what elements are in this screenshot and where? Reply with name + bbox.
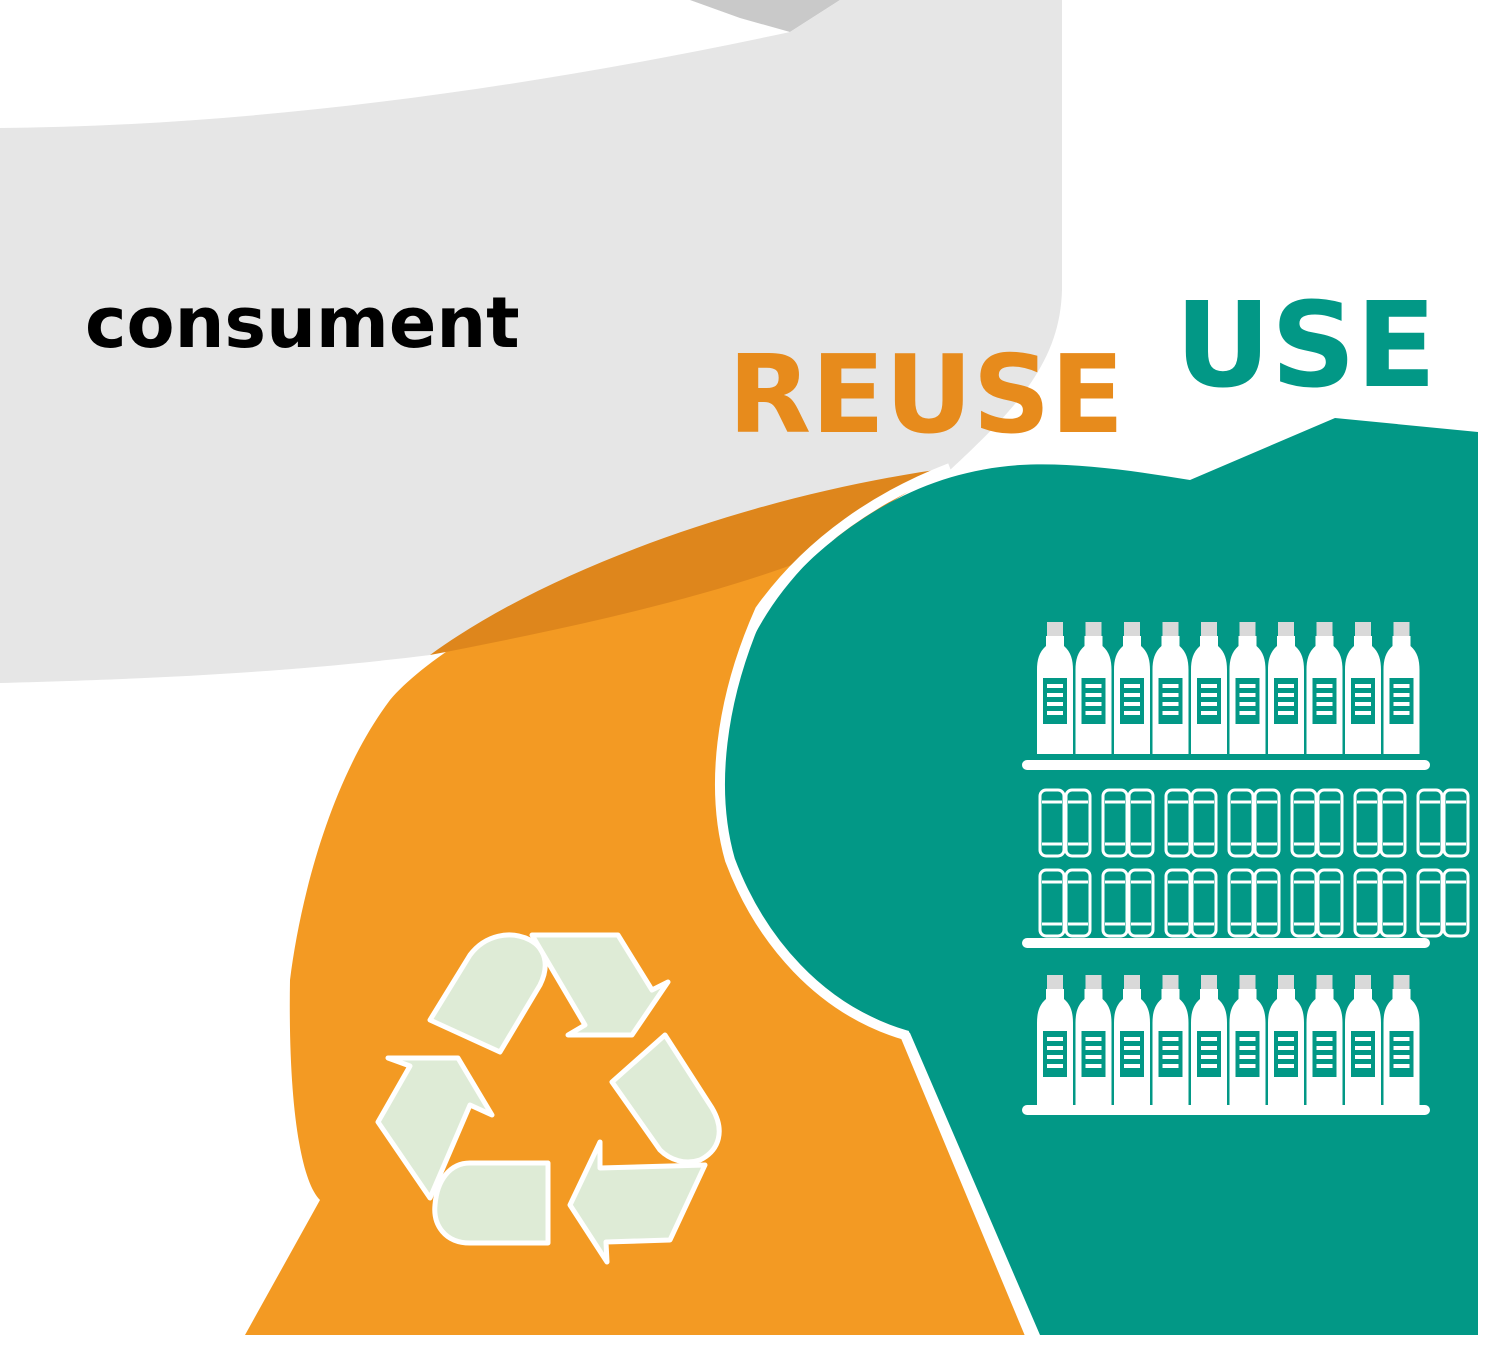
- bottle-icon: [1152, 622, 1189, 754]
- bottle-icon: [1075, 622, 1112, 754]
- reuse-overlap: [430, 468, 950, 655]
- region-divider: [715, 463, 1035, 1337]
- bottle-icon: [1268, 622, 1304, 754]
- can-icon: [1227, 788, 1281, 858]
- can-icon: [1290, 868, 1344, 938]
- can-icon: [1101, 868, 1155, 938]
- bottle-icon: [1229, 622, 1266, 754]
- can-icon: [1416, 868, 1470, 938]
- bottle-icon: [1037, 975, 1073, 1107]
- can-icon: [1290, 788, 1344, 858]
- bottle-icon: [1383, 622, 1420, 754]
- bottle-icon: [1229, 975, 1266, 1107]
- shelf-icon: [1022, 938, 1430, 948]
- bottle-icon: [1152, 975, 1189, 1107]
- bottle-icon: [1345, 622, 1381, 754]
- bottle-icon: [1191, 975, 1227, 1107]
- bottle-icon: [1114, 975, 1150, 1107]
- bottle-icon: [1345, 975, 1381, 1107]
- consumer-band: [0, 0, 1062, 683]
- bottle-icon: [1383, 975, 1420, 1107]
- can-icon: [1353, 788, 1407, 858]
- bottle-icon: [1268, 975, 1304, 1107]
- can-icon: [1101, 788, 1155, 858]
- use-label: USE: [1175, 276, 1436, 414]
- bottle-icon: [1306, 975, 1343, 1107]
- product-shelves: [1022, 622, 1470, 1115]
- consumer-label: consument: [85, 282, 520, 364]
- bottle-icon: [1075, 975, 1112, 1107]
- can-icon: [1038, 788, 1092, 858]
- shelf-icon: [1022, 1105, 1430, 1115]
- can-icon: [1353, 868, 1407, 938]
- bottle-icon: [1114, 622, 1150, 754]
- bottle-icon: [1306, 622, 1343, 754]
- can-icon: [1164, 868, 1218, 938]
- recycle-icon: [375, 932, 722, 1265]
- shelf-icon: [1022, 760, 1430, 770]
- can-icon: [1227, 868, 1281, 938]
- reuse-label: REUSE: [728, 333, 1124, 458]
- bottle-icon: [1037, 622, 1073, 754]
- can-icon: [1038, 868, 1092, 938]
- can-icon: [1416, 788, 1470, 858]
- can-icon: [1164, 788, 1218, 858]
- bottle-icon: [1191, 622, 1227, 754]
